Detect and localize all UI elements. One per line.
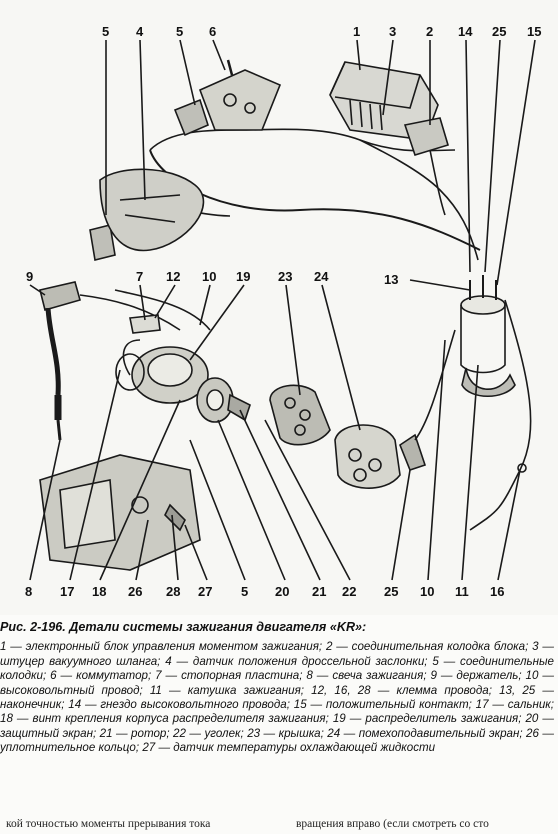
callout-number: 3	[389, 24, 396, 39]
callout-number: 18	[92, 584, 106, 599]
callout-number: 23	[278, 269, 292, 284]
callout-number: 5	[102, 24, 109, 39]
callout-number: 28	[166, 584, 180, 599]
callout-number: 8	[25, 584, 32, 599]
callout-number: 6	[209, 24, 216, 39]
body-text-strip: кой точностью моменты прерывания тока вр…	[0, 816, 558, 834]
callout-number: 17	[60, 584, 74, 599]
callout-number: 22	[342, 584, 356, 599]
callout-number: 25	[492, 24, 506, 39]
body-text-left-column: кой точностью моменты прерывания тока	[6, 818, 211, 830]
callout-number: 27	[198, 584, 212, 599]
callout-number: 21	[312, 584, 326, 599]
callout-number: 20	[275, 584, 289, 599]
callout-number: 5	[241, 584, 248, 599]
callout-number: 7	[136, 269, 143, 284]
callout-number: 16	[490, 584, 504, 599]
callout-number: 2	[426, 24, 433, 39]
callout-number: 9	[26, 269, 33, 284]
callout-number: 26	[128, 584, 142, 599]
callout-number: 13	[384, 272, 398, 287]
callout-number: 10	[202, 269, 216, 284]
figure-title: Рис. 2-196. Детали системы зажигания дви…	[0, 620, 367, 634]
callout-number: 5	[176, 24, 183, 39]
figure-legend: 1 — электронный блок управления моментом…	[0, 640, 554, 755]
callout-number: 1	[353, 24, 360, 39]
body-text-right-column: вращения вправо (если смотреть со сто	[296, 818, 489, 830]
callout-number: 12	[166, 269, 180, 284]
callout-number: 14	[458, 24, 473, 39]
callout-number: 11	[455, 584, 469, 599]
callout-number: 19	[236, 269, 250, 284]
callout-number: 4	[136, 24, 144, 39]
figure-caption: Рис. 2-196. Детали системы зажигания дви…	[0, 620, 554, 756]
callout-number: 15	[527, 24, 541, 39]
callout-number: 10	[420, 584, 434, 599]
callout-number: 25	[384, 584, 398, 599]
callout-number: 24	[314, 269, 329, 284]
ignition-parts-illustration: 5 4 5 6 1 3 2 14 25 15 9 7 12 10 19 23 2…	[25, 24, 542, 599]
